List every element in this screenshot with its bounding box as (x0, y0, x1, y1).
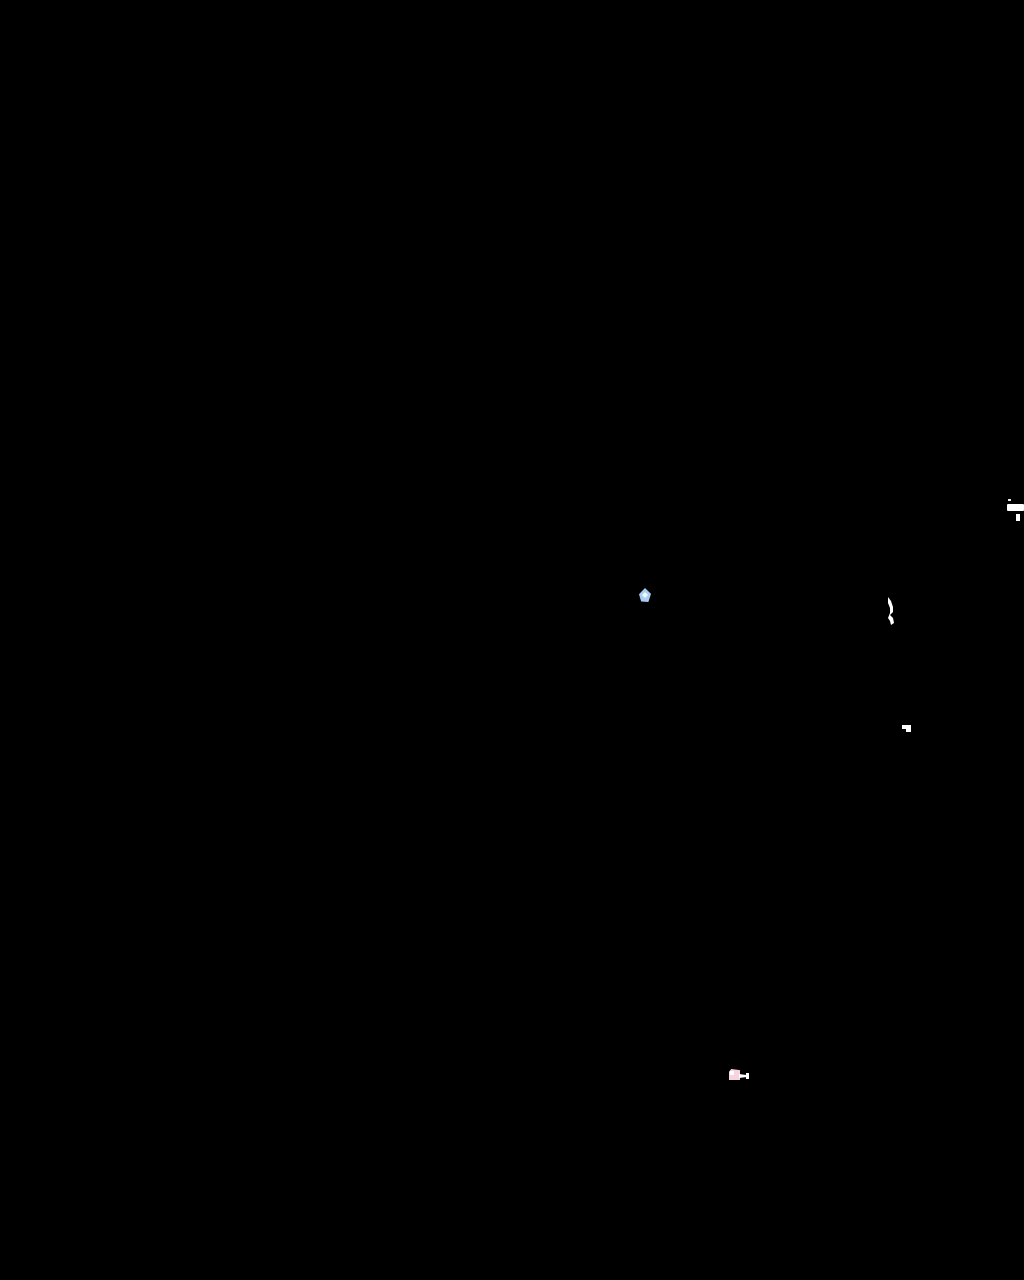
small-dash-marker (902, 725, 911, 729)
blob-tail-tip-marker (746, 1073, 749, 1079)
edge-tick-marker (1016, 514, 1020, 521)
hook-stroke-icon (885, 596, 897, 626)
pink-blob-marker (729, 1069, 740, 1080)
blob-tail-marker (739, 1074, 749, 1078)
small-dash-nub-marker (906, 729, 911, 732)
pink-blob-highlight (730, 1071, 734, 1075)
edge-bar-marker (1007, 504, 1024, 511)
edge-dot-marker (1008, 499, 1011, 501)
diamond-marker-icon[interactable] (639, 588, 651, 602)
diamond-core-highlight (642, 592, 648, 598)
